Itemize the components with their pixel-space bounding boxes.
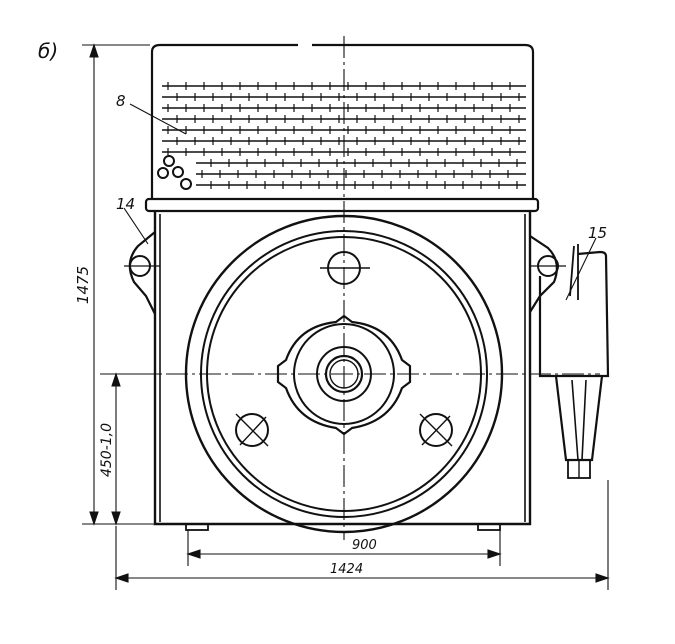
right-lifting-lug <box>529 235 566 313</box>
dimension-overall-width: 1424 <box>330 562 363 577</box>
dimension-lines <box>82 43 610 590</box>
dimension-axis-height: 450-1,0 <box>99 423 115 477</box>
radiator-fins <box>162 82 526 189</box>
dimension-overall-height: 1475 <box>74 266 92 304</box>
right-bracket <box>538 244 610 479</box>
left-lifting-lug <box>124 231 160 315</box>
cable-glands <box>157 155 192 190</box>
leader-lines <box>123 103 597 301</box>
radiator-housing <box>144 43 540 213</box>
part-label-bracket: 15 <box>588 224 607 242</box>
dimension-foot-spacing: 900 <box>352 538 377 553</box>
center-lines <box>100 36 600 540</box>
part-label-lug: 14 <box>116 195 135 213</box>
motor-body <box>153 212 532 531</box>
subfigure-label: б) <box>38 39 58 63</box>
part-label-radiator: 8 <box>116 92 126 110</box>
